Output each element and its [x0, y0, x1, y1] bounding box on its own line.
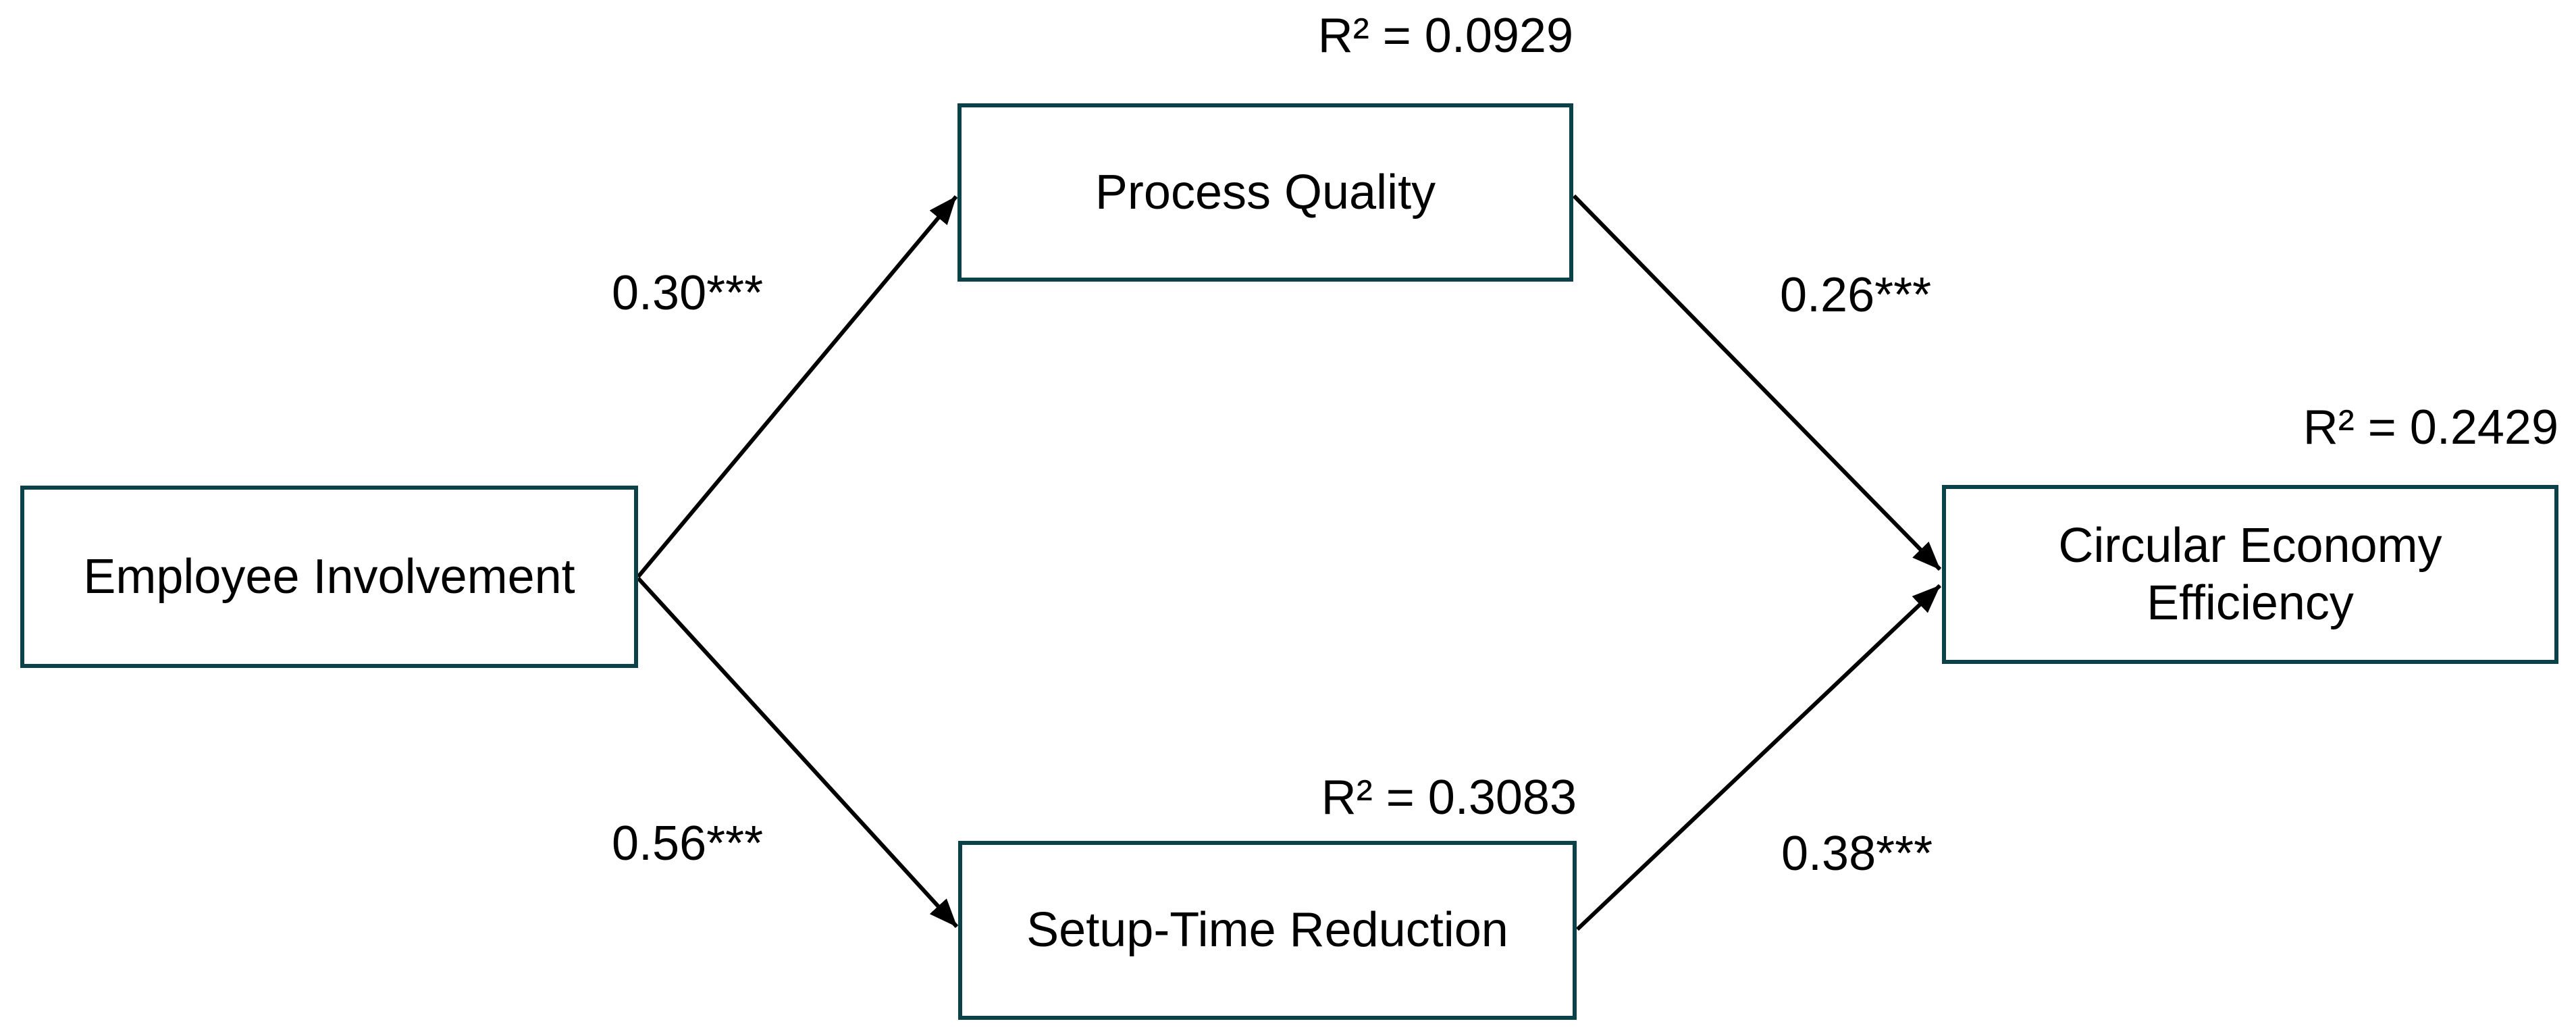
- node-circular-economy-efficiency: Circular Economy Efficiency: [1942, 485, 2558, 664]
- r2-label-setup-time-reduction: R² = 0.3083: [1321, 771, 1577, 825]
- edge-pq-to-cee-line: [1572, 194, 1942, 571]
- node-setup-time-reduction: Setup-Time Reduction: [958, 841, 1577, 1020]
- node-label-process-quality: Process Quality: [1095, 165, 1436, 220]
- node-employee-involvement: Employee Involvement: [20, 486, 638, 668]
- node-label-setup-time-reduction: Setup-Time Reduction: [1026, 903, 1508, 958]
- edge-label-pq-to-cee: 0.26***: [1780, 268, 1932, 322]
- node-label-circular-economy-efficiency: Circular Economy Efficiency: [2058, 518, 2442, 630]
- edge-label-str-to-cee: 0.38***: [1781, 827, 1933, 881]
- edge-ei-to-pq-line: [636, 195, 958, 578]
- node-label-employee-involvement: Employee Involvement: [83, 549, 575, 604]
- edge-label-ei-to-str: 0.56***: [612, 817, 764, 871]
- r2-label-process-quality: R² = 0.0929: [1317, 9, 1573, 63]
- node-process-quality: Process Quality: [957, 103, 1573, 282]
- r2-label-circular-economy-efficiency: R² = 0.2429: [2303, 401, 2558, 455]
- edge-str-to-cee-line: [1575, 584, 1942, 931]
- edge-label-ei-to-pq: 0.30***: [612, 266, 764, 320]
- edge-ei-to-str-line: [636, 576, 959, 929]
